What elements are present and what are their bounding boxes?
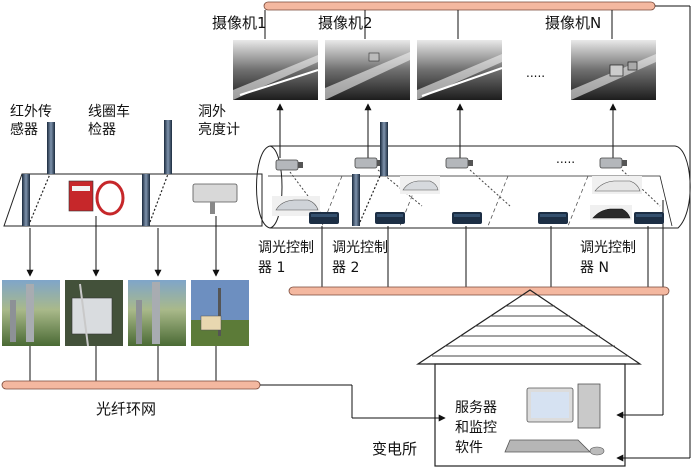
fiber-ring-label: 光纤环网 (96, 400, 157, 418)
controller-ellipsis: ..... (556, 152, 576, 166)
computer-icon (504, 383, 605, 456)
dimmer-device-4 (538, 212, 568, 224)
camera-image-3 (417, 40, 503, 100)
dimmer-device-2 (375, 212, 405, 224)
road-outside (3, 173, 263, 227)
luminance-meter-device (192, 183, 238, 214)
tunnel-camera-2 (354, 157, 382, 169)
fiber-ring-bus (1, 380, 261, 390)
dimmer-device-1 (309, 212, 339, 224)
tunnel-pole-1 (380, 122, 388, 176)
infrared-pole-back (47, 122, 55, 174)
tunnel-pole-2 (352, 174, 360, 226)
controller-bus (288, 286, 670, 296)
photo-infrared (2, 280, 60, 346)
infrared-pole-front (22, 174, 30, 226)
dimmer-controller-2-label: 调光控制 器 2 (332, 240, 388, 276)
photo-loop-detector (65, 280, 123, 347)
car-4 (590, 205, 632, 220)
vehicle-detector-pole-front (142, 174, 150, 226)
tunnel-camera-3 (445, 157, 473, 169)
loop-coil-sensor (68, 180, 125, 216)
camera-bus (263, 1, 656, 11)
dimmer-device-3 (452, 212, 482, 224)
camera-1-label: 摄像机1 (212, 14, 267, 32)
vehicle-detector-pole-back (164, 120, 172, 174)
camera-image-1 (233, 40, 319, 100)
camera-2-label: 摄像机2 (318, 14, 373, 32)
car-1 (272, 196, 320, 216)
substation-label: 变电所 (372, 440, 418, 458)
photo-vehicle-detector (128, 280, 186, 346)
loop-detector-label: 线圈车 检器 (88, 104, 130, 138)
tunnel-camera-n (599, 157, 627, 169)
dimmer-device-n (634, 212, 664, 224)
camera-n-label: 摄像机N (545, 14, 602, 32)
dimmer-controller-1-label: 调光控制 器 1 (258, 240, 314, 276)
tunnel-camera-1 (275, 159, 303, 171)
car-3 (592, 176, 642, 194)
infrared-sensor-label: 红外传 感器 (10, 104, 52, 138)
luminance-meter-label: 洞外 亮度计 (198, 104, 240, 138)
dimmer-controller-n-label: 调光控制 器 N (580, 240, 636, 276)
car-2 (400, 176, 440, 194)
camera-image-2 (325, 40, 410, 100)
camera-image-n (571, 40, 656, 100)
photo-luminance-meter (191, 280, 249, 346)
substation-building (416, 289, 642, 467)
camera-ellipsis: ..... (526, 66, 546, 80)
tunnel-tube (256, 145, 691, 229)
server-software-label: 服务器 和监控 软件 (455, 400, 497, 456)
